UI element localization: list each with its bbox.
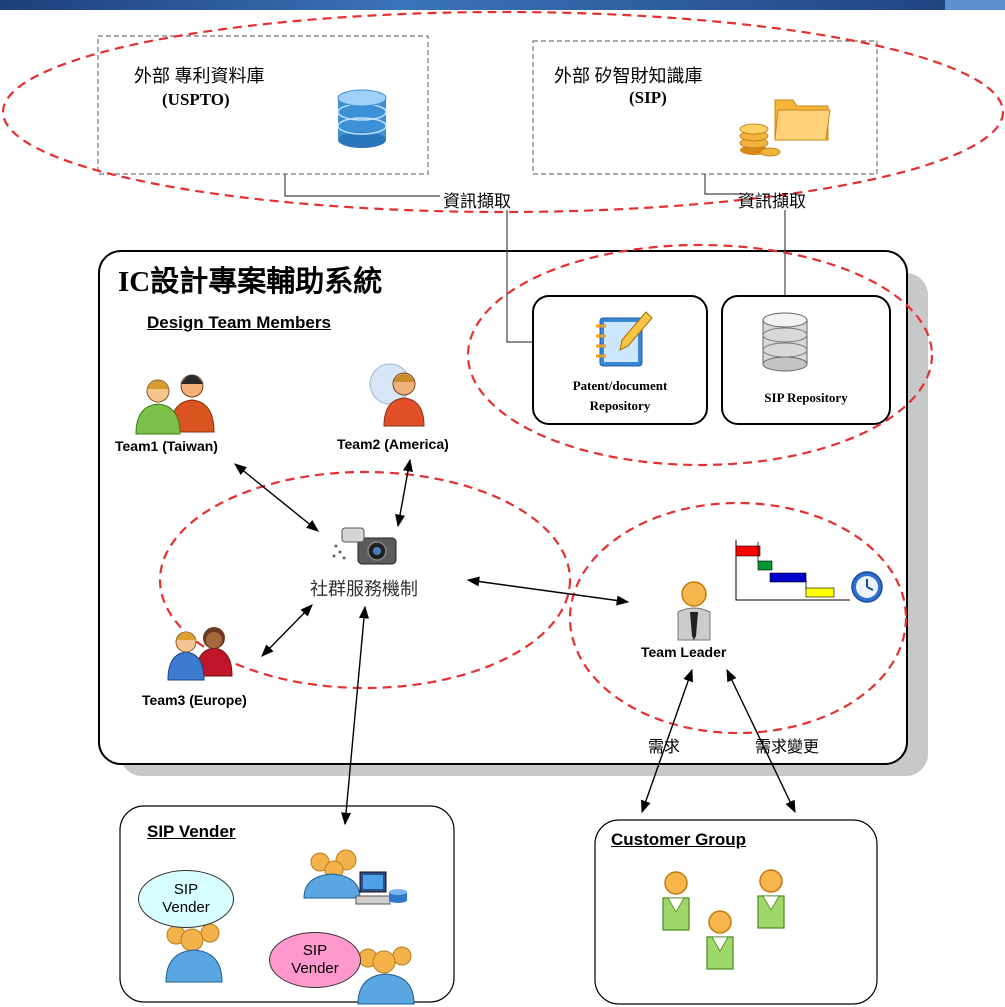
sip-extract-line (704, 174, 745, 195)
customer-user-icon (662, 871, 690, 931)
sip-vender-heading: SIP Vender (147, 822, 236, 841)
social-vender-arrow (341, 605, 369, 826)
sip-subtitle: (SIP) (629, 88, 667, 107)
team2-user-icon (369, 363, 425, 427)
team3-label: Team3 (Europe) (142, 692, 247, 708)
repositories-ellipse (466, 243, 934, 467)
team2-social-arrow (395, 458, 413, 528)
team2-label: Team2 (America) (337, 436, 449, 452)
customer-group-box (594, 819, 878, 1005)
customer-group-heading: Customer Group (611, 830, 747, 849)
gantt-chart-icon (735, 540, 850, 601)
video-camera-icon (332, 527, 397, 565)
sip-repo-label: SIP Repository (764, 390, 848, 405)
team3-social-arrow (261, 604, 313, 657)
social-service-label: 社群服務機制 (310, 579, 418, 599)
team3-users-icon (167, 627, 233, 681)
patent-repo-label-line2: Repository (589, 398, 651, 413)
database-stack-icon (762, 312, 808, 372)
vender-group-left-icon (165, 923, 223, 983)
team-leader-label: Team Leader (641, 644, 727, 660)
uspto-title: 外部 專利資料庫 (134, 66, 265, 86)
extract-label-right: 資訊擷取 (738, 192, 806, 211)
external-sources-ellipse (1, 10, 1005, 214)
members-heading: Design Team Members (147, 313, 331, 332)
team-leader-icon (677, 581, 711, 641)
uspto-subtitle: (USPTO) (162, 90, 230, 109)
sip-title: 外部 矽智財知識庫 (554, 66, 703, 86)
sip-vender-bubble: SIP Vender (269, 932, 361, 988)
notepad-icon (596, 311, 653, 367)
vender-group-computer-icon (303, 849, 407, 905)
requirement-label: 需求 (648, 739, 681, 756)
extract-label-left: 資訊擷取 (443, 192, 511, 211)
system-title: IC設計專案輔助系統 (118, 266, 383, 298)
requirement-change-label: 需求變更 (755, 739, 820, 756)
customer-user-icon (757, 869, 785, 929)
team1-users-icon (135, 374, 215, 435)
patent-repo-label-line1: Patent/document (572, 378, 668, 393)
customer-user-icon (706, 910, 734, 970)
coins-folder-icon (739, 99, 831, 157)
team1-social-arrow (234, 463, 319, 532)
database-icon (337, 89, 387, 148)
top-banner (0, 0, 1005, 10)
sip-vender-bubble: SIP Vender (138, 870, 234, 928)
leader-ellipse (568, 501, 908, 735)
social-leader-arrow (466, 576, 630, 606)
uspto-extract-line (284, 174, 440, 197)
clock-icon (851, 571, 883, 603)
team1-label: Team1 (Taiwan) (115, 438, 218, 454)
vender-group-right-icon (357, 946, 415, 1005)
leader-customer-change-arrow (726, 668, 796, 814)
leader-customer-requirement-arrow (641, 668, 693, 814)
